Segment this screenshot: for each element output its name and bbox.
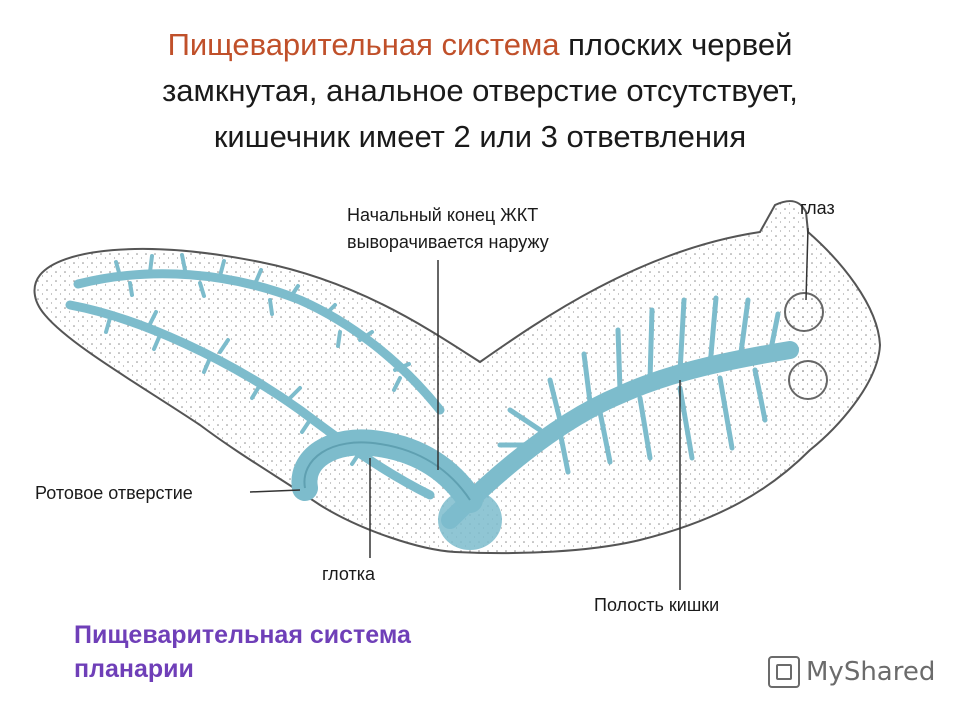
planaria-body <box>33 199 882 555</box>
caption: Пищеварительная система планарии <box>74 618 411 686</box>
label-start-line2: выворачивается наружу <box>347 232 549 252</box>
caption-line1: Пищеварительная система <box>74 621 411 649</box>
label-pharynx: глотка <box>322 564 376 584</box>
anterior-left-branch <box>73 269 445 415</box>
title-highlight: Пищеварительная система <box>167 27 560 62</box>
myshared-logo-icon <box>768 656 800 688</box>
title-line2: замкнутая, анальное отверстие отсутствуе… <box>162 73 798 108</box>
caption-line2: планарии <box>74 655 194 683</box>
label-cavity: Полость кишки <box>594 595 720 615</box>
gut-junction <box>438 490 502 550</box>
logo-text: MyShared <box>806 657 936 687</box>
myshared-logo: MyShared <box>768 656 935 688</box>
label-pointers <box>249 227 809 590</box>
posterior-gut-twigs <box>497 295 781 478</box>
title-line1-rest: плоских червей <box>559 27 793 62</box>
left-branch-twigs <box>104 253 411 466</box>
label-eye: глаз <box>800 198 835 218</box>
label-mouth: Ротовое отверстие <box>35 483 193 503</box>
posterior-gut-main <box>441 341 799 529</box>
anterior-left-branch-lower <box>65 300 435 500</box>
label-start-line1: Начальный конец ЖКТ <box>347 205 539 225</box>
eye-upper <box>784 292 824 332</box>
slide-title: Пищеварительная система плоских червей з… <box>60 22 900 160</box>
title-line3: кишечник имеет 2 или 3 ответвления <box>213 119 747 154</box>
eye-lower <box>788 360 828 400</box>
